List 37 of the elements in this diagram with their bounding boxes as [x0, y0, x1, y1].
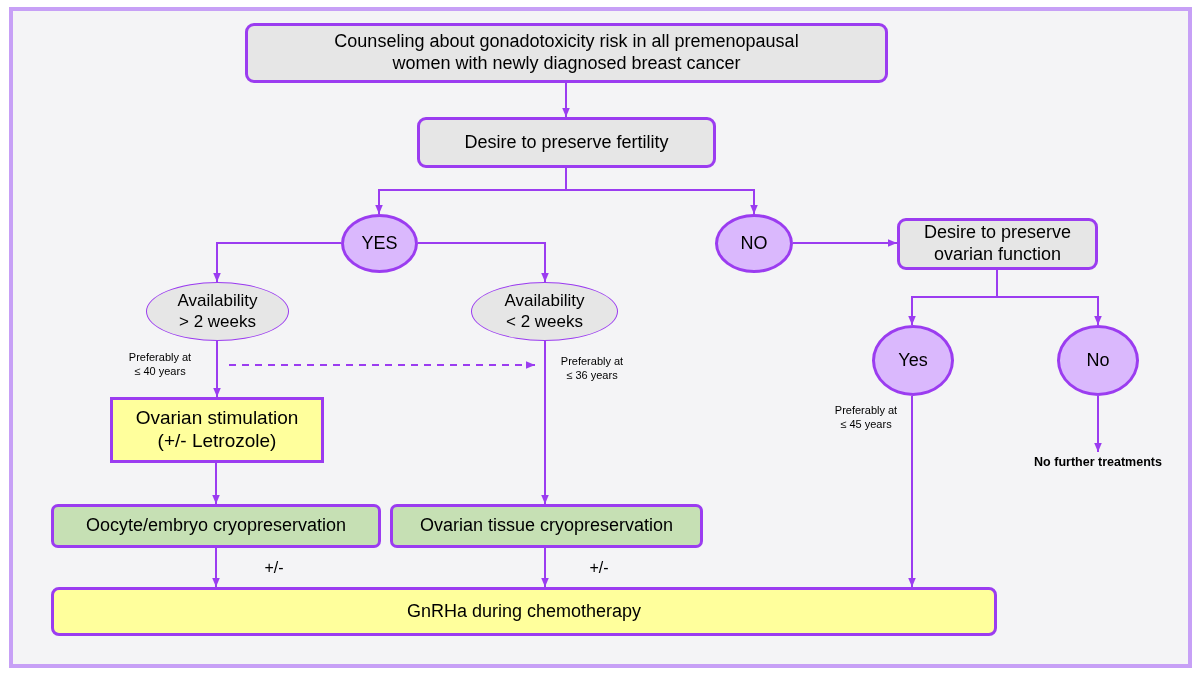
connector-arrow — [562, 82, 570, 118]
process-box — [897, 218, 1098, 270]
node-text: Desire to preserve ovarian function — [922, 222, 1072, 266]
process-box — [245, 23, 888, 83]
connector-arrow — [213, 242, 342, 283]
treatment-box — [51, 587, 997, 636]
node-text: Yes — [898, 349, 928, 372]
connector-arrow — [541, 340, 549, 505]
connector-arrow — [212, 547, 220, 588]
node-text: Counseling about gonadotoxicity risk in all premenopausal women with newly diagnosed breast cancer — [333, 31, 800, 75]
procedure-box — [51, 504, 381, 548]
connector-arrow — [996, 269, 1102, 326]
node-text: Ovarian stimulation (+/- Letrozole) — [134, 407, 300, 453]
procedure-box — [390, 504, 703, 548]
node-text: GnRHa during chemotherapy — [406, 600, 642, 623]
connector-arrow — [212, 462, 220, 505]
node-text: NO — [740, 232, 768, 255]
node-text: Availability > 2 weeks — [176, 291, 259, 332]
connector-arrow — [213, 340, 221, 398]
treatment-box — [110, 397, 324, 463]
node-text: Desire to preserve fertility — [464, 131, 669, 154]
node-text: No — [1086, 349, 1110, 372]
edge-label: Preferably at ≤ 45 years — [832, 404, 900, 432]
connector-arrow — [908, 395, 916, 588]
process-box — [417, 117, 716, 168]
connector-arrow — [565, 167, 758, 215]
connector-arrow — [541, 547, 549, 588]
node-text: Ovarian tissue cryopreservation — [419, 515, 674, 537]
node-text: Oocyte/embryo cryopreservation — [85, 515, 347, 537]
connector-arrow — [1094, 395, 1102, 453]
node-text: YES — [361, 232, 398, 255]
connector-arrow — [417, 242, 549, 283]
outcome-text: No further treatments — [1020, 452, 1176, 472]
edge-label: Preferably at ≤ 40 years — [126, 351, 194, 379]
edge-label: Preferably at ≤ 36 years — [558, 355, 626, 383]
node-text: Availability < 2 weeks — [503, 291, 586, 332]
connector-arrow — [792, 239, 898, 247]
